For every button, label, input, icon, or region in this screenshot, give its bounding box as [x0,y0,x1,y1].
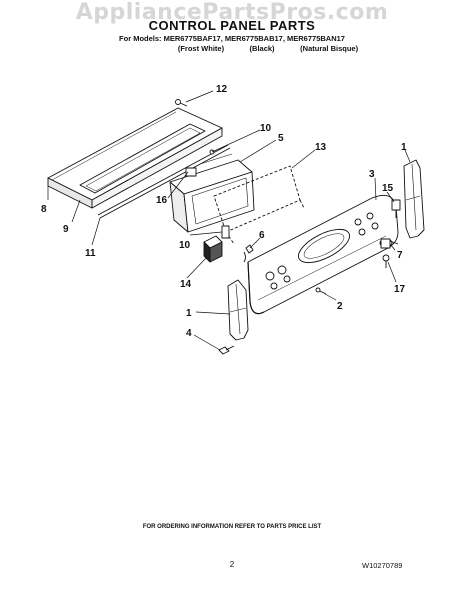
callout-6: 6 [259,230,265,241]
callout-1: 1 [401,142,407,153]
callout-1-lower: 1 [186,308,192,319]
model-info: For Models: MER6775BAF17, MER6775BAB17, … [0,34,464,54]
screw-part-4 [218,345,235,355]
callout-3: 3 [369,169,375,180]
callout-2: 2 [337,301,343,312]
callout-5: 5 [278,133,284,144]
models-prefix: For Models: [119,34,162,43]
callout-10: 10 [260,123,272,134]
module-box [203,235,223,263]
callout-10-lower: 10 [179,240,191,251]
color-frost-white: (Frost White) [177,44,225,53]
callout-15: 15 [382,183,394,194]
ordering-note: FOR ORDERING INFORMATION REFER TO PARTS … [142,524,322,530]
screw-part-2 [315,287,327,295]
page-title: CONTROL PANEL PARTS [148,18,316,33]
callout-4: 4 [186,328,192,339]
models-list: MER6775BAF17, MER6775BAB17, MER6775BAN17 [163,34,345,43]
callout-12: 12 [216,84,228,95]
callout-16: 16 [156,195,168,206]
callout-8: 8 [41,204,47,215]
right-hardware [379,199,401,268]
color-natural-bisque: (Natural Bisque) [300,44,359,53]
control-board-panel [169,149,255,233]
right-end-cap [403,159,425,239]
leader-lines [47,90,411,351]
callout-13: 13 [315,142,327,153]
callout-7: 7 [397,250,403,261]
document-id: W10270789 [362,561,403,570]
page-number: 2 [229,560,235,569]
callout-labels: 12 10 5 13 1 3 15 16 8 9 11 10 6 7 14 2 … [41,84,407,339]
rear-trim-assembly [47,99,231,219]
left-end-cap [227,279,249,341]
color-black: (Black) [249,44,275,53]
callout-17: 17 [394,284,406,295]
callout-14: 14 [180,279,192,290]
callout-9: 9 [63,224,69,235]
main-control-panel [247,194,399,315]
callout-11: 11 [85,248,96,259]
watermark: AppliancePartsPros.com [75,0,389,25]
wire-clip [221,225,254,263]
